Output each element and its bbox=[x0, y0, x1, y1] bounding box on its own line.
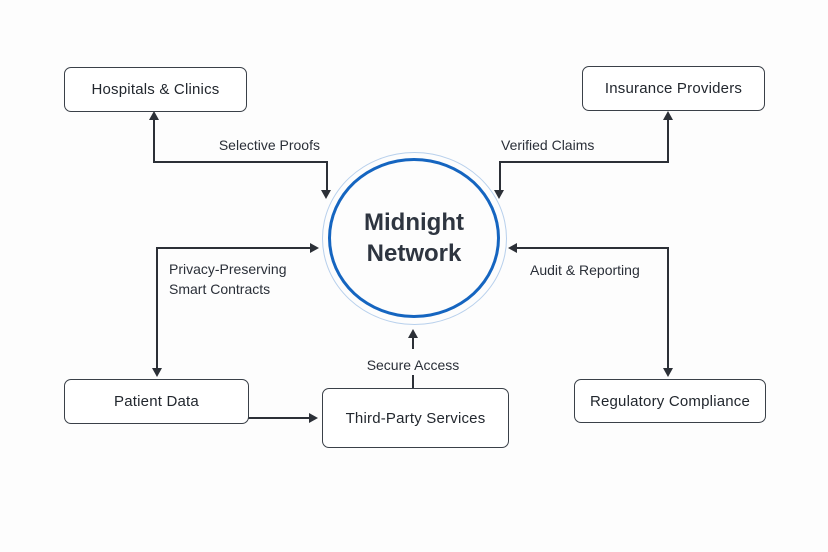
arrowhead-to-center-from-insurance bbox=[494, 190, 504, 199]
arrowhead-to-patient bbox=[152, 368, 162, 377]
node-third-party-services: Third-Party Services bbox=[322, 388, 509, 448]
edge-label-selective-proofs: Selective Proofs bbox=[218, 137, 320, 153]
connector-hospitals-drop bbox=[326, 161, 328, 191]
node-hospitals-clinics: Hospitals & Clinics bbox=[64, 67, 247, 112]
node-hospitals-clinics-label: Hospitals & Clinics bbox=[91, 81, 220, 98]
connector-hospitals-vertical bbox=[153, 119, 155, 163]
arrowhead-to-regulatory bbox=[663, 368, 673, 377]
edge-label-audit-reporting: Audit & Reporting bbox=[530, 262, 640, 278]
arrowhead-to-center-from-thirdparty bbox=[408, 329, 418, 338]
node-regulatory-compliance: Regulatory Compliance bbox=[574, 379, 766, 423]
connector-regulatory-vertical bbox=[667, 247, 669, 369]
arrowhead-to-insurance bbox=[663, 111, 673, 120]
connector-patient-thirdparty bbox=[247, 417, 309, 419]
node-insurance-providers-label: Insurance Providers bbox=[604, 80, 743, 97]
arrowhead-to-hospitals bbox=[149, 111, 159, 120]
connector-insurance-horizontal bbox=[499, 161, 669, 163]
node-insurance-providers: Insurance Providers bbox=[582, 66, 765, 111]
node-regulatory-compliance-label: Regulatory Compliance bbox=[589, 392, 751, 410]
node-third-party-services-label: Third-Party Services bbox=[345, 409, 486, 427]
node-patient-data-label: Patient Data bbox=[114, 393, 199, 410]
center-node-circle: Midnight Network bbox=[328, 158, 500, 318]
connector-insurance-vertical bbox=[667, 119, 669, 163]
connector-secure-upper bbox=[412, 338, 414, 349]
edge-label-secure-access: Secure Access bbox=[366, 357, 460, 373]
arrowhead-to-center-from-hospitals bbox=[321, 190, 331, 199]
connector-insurance-drop bbox=[499, 161, 501, 191]
edge-label-verified-claims: Verified Claims bbox=[501, 137, 595, 153]
arrowhead-to-center-from-patient bbox=[310, 243, 319, 253]
connector-patient-vertical bbox=[156, 247, 158, 369]
connector-secure-stub bbox=[412, 375, 414, 388]
connector-regulatory-horizontal bbox=[517, 247, 669, 249]
arrowhead-to-thirdparty bbox=[309, 413, 318, 423]
center-node-label: Midnight Network bbox=[364, 209, 464, 267]
arrowhead-to-center-from-regulatory bbox=[508, 243, 517, 253]
node-patient-data: Patient Data bbox=[64, 379, 249, 424]
connector-patient-horizontal bbox=[156, 247, 310, 249]
center-node-halo bbox=[322, 152, 507, 325]
edge-label-privacy-preserving-smart-contracts: Privacy-Preserving Smart Contracts bbox=[169, 261, 287, 297]
connector-hospitals-horizontal bbox=[153, 161, 328, 163]
